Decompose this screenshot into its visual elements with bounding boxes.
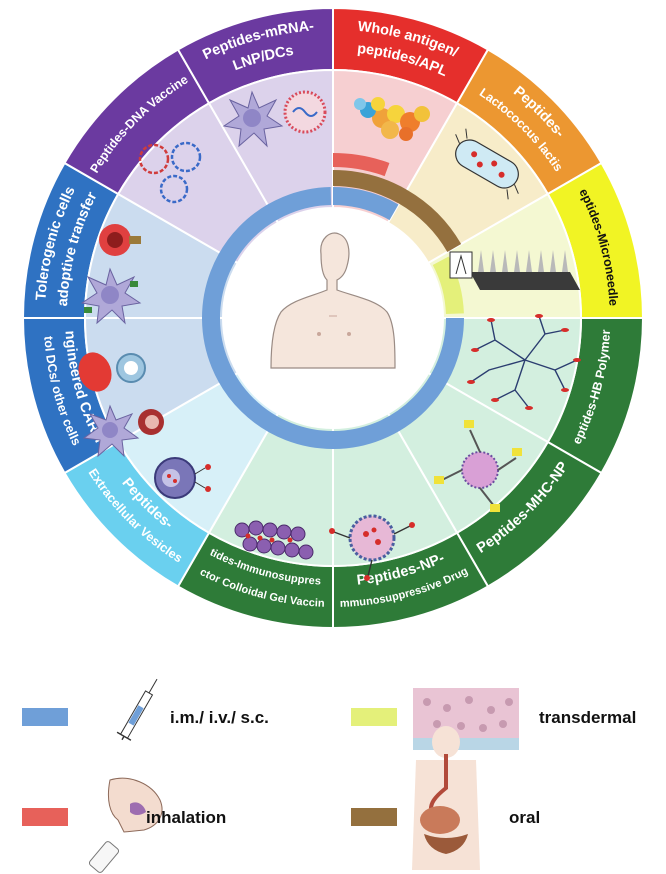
human-torso-icon bbox=[225, 210, 441, 426]
legend-swatch-im-iv-sc bbox=[22, 708, 68, 726]
nanoparticle-drug-icon bbox=[329, 514, 415, 581]
route-transdermal-arc bbox=[432, 256, 464, 315]
skin-layer-icon bbox=[413, 688, 519, 750]
legend-item-im-iv-sc: i.m./ i.v./ s.c. bbox=[22, 678, 269, 741]
lipid-nanoparticle-icon bbox=[283, 90, 327, 134]
legend-item-transdermal: transdermal bbox=[351, 688, 636, 750]
legend-swatch-oral bbox=[351, 808, 397, 826]
inhaler-icon bbox=[88, 777, 163, 873]
route-im-iv-sc-arc bbox=[202, 187, 464, 449]
legend-swatch-inhalation bbox=[22, 808, 68, 826]
panel-illustrations bbox=[78, 90, 581, 581]
dendritic-cell-icon bbox=[82, 404, 140, 458]
bacterium-icon bbox=[455, 128, 519, 200]
route-inhalation-arc bbox=[332, 153, 390, 177]
route-ring bbox=[202, 153, 464, 449]
polymer-icon bbox=[467, 314, 581, 410]
legend-label-im-iv-sc: i.m./ i.v./ s.c. bbox=[170, 708, 269, 727]
digestive-system-icon bbox=[412, 726, 480, 870]
legend-label-oral: oral bbox=[509, 808, 540, 827]
mhc-nanoparticle-icon bbox=[434, 420, 522, 512]
dna-plasmid-icon bbox=[138, 141, 202, 204]
legend-item-inhalation: inhalation bbox=[22, 777, 226, 873]
legend-label-transdermal: transdermal bbox=[539, 708, 636, 727]
syringe-icon bbox=[116, 678, 158, 741]
dendritic-cell-icon bbox=[80, 267, 142, 325]
t-cell-icon bbox=[78, 352, 164, 435]
colloidal-gel-icon bbox=[234, 520, 314, 560]
dendritic-cell-icon bbox=[222, 90, 284, 148]
route-im-iv-sc-arc-top bbox=[332, 187, 399, 221]
route-oral-arc bbox=[332, 170, 462, 253]
extracellular-vesicle-icon bbox=[154, 457, 211, 499]
microneedle-patch-icon bbox=[449, 250, 580, 290]
protein-antigen-icon bbox=[354, 97, 430, 141]
legend-swatch-transdermal bbox=[351, 708, 397, 726]
legend-item-oral: oral bbox=[351, 726, 540, 870]
legend-label-inhalation: inhalation bbox=[146, 808, 226, 827]
legend: i.m./ i.v./ s.c. transdermal inhalation bbox=[22, 678, 636, 873]
t-cell-icon bbox=[99, 224, 141, 256]
